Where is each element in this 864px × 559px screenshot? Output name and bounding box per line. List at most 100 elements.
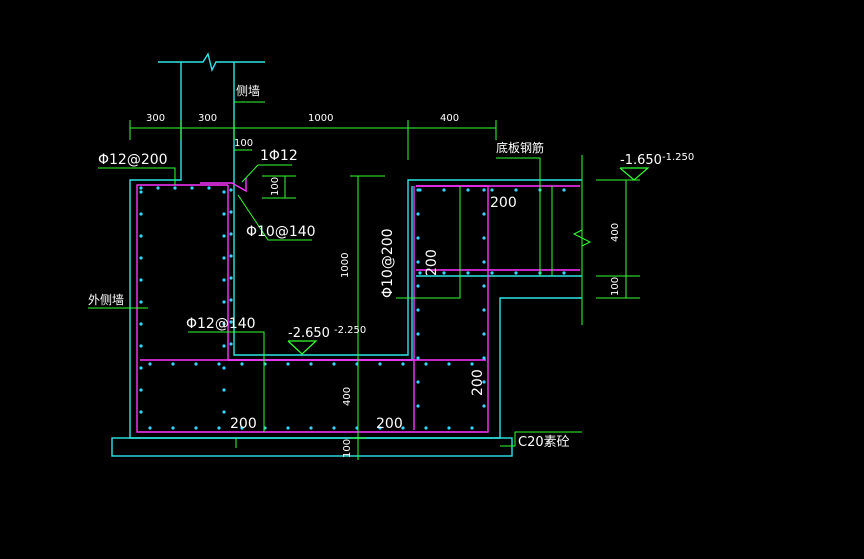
rebar-dot xyxy=(286,426,290,430)
rebar-dot xyxy=(424,426,428,430)
break-line-top xyxy=(158,52,265,73)
side-wall-label: 侧墙 xyxy=(236,84,260,98)
rebar-dot xyxy=(378,426,382,430)
rebar-dot xyxy=(416,236,420,240)
rebar-dot xyxy=(447,426,451,430)
rebar-dot xyxy=(229,320,233,324)
rebar-dot xyxy=(482,404,486,408)
rebar-dot xyxy=(229,210,233,214)
rebar-dot xyxy=(514,271,518,275)
rebar-dot xyxy=(222,344,226,348)
rebar-dot xyxy=(173,186,177,190)
rebar-dot xyxy=(416,284,420,288)
rebar-dot xyxy=(416,260,420,264)
dim-100-left: 100 xyxy=(234,138,253,149)
level-symbols xyxy=(287,167,650,355)
level-lower-alt-label: -2.250 xyxy=(334,325,366,336)
dim-200-bottom-center: 200 xyxy=(376,416,403,432)
rebar-dot xyxy=(217,362,221,366)
dim-100-small: 100 xyxy=(270,177,281,196)
rebar-dot xyxy=(309,426,313,430)
base-slab-rebar-label: 底板钢筋 xyxy=(496,140,544,155)
rebar-dot xyxy=(416,332,420,336)
rebar-dot xyxy=(139,300,143,304)
dim-200-box: 200 xyxy=(490,195,517,211)
rebar-dot xyxy=(222,322,226,326)
c20-label: C20素砼 xyxy=(518,435,570,450)
rebar-dot xyxy=(139,344,143,348)
rebar-dot xyxy=(378,362,382,366)
rebar-dot xyxy=(442,271,446,275)
rebar-dot xyxy=(222,300,226,304)
rebar-dot xyxy=(139,410,143,414)
rebar-dot xyxy=(286,362,290,366)
rebar-dot xyxy=(194,362,198,366)
rebar-dot xyxy=(332,426,336,430)
rebar-dot xyxy=(416,212,420,216)
dim-400-top: 400 xyxy=(440,113,459,124)
rebar-dot xyxy=(482,260,486,264)
annotations: 侧墙 外侧墙 底板钢筋 C20素砼 Φ12@200 1Φ12 Φ10@140 Φ… xyxy=(88,84,694,458)
dim-1000-top: 1000 xyxy=(308,113,333,124)
rebar-dot xyxy=(309,362,313,366)
rebar-dot xyxy=(466,188,470,192)
dim-400-right: 400 xyxy=(610,223,621,242)
rebar-dot xyxy=(401,426,405,430)
rebar-dot xyxy=(222,388,226,392)
break-line-right xyxy=(572,229,592,247)
rebar-10-140-label: Φ10@140 xyxy=(246,224,316,240)
side-wall-right-outline xyxy=(233,62,582,356)
rebar-dot xyxy=(171,426,175,430)
rebar-dot xyxy=(482,380,486,384)
dim-400-bottom: 400 xyxy=(342,387,353,406)
rebar-dot xyxy=(490,271,494,275)
rebar-dot xyxy=(148,426,152,430)
dim-1000-vertical: 1000 xyxy=(340,253,351,278)
rebar-dot xyxy=(482,236,486,240)
rebar-dot xyxy=(222,234,226,238)
rebar-dot xyxy=(332,362,336,366)
dim-100-bottom: 100 xyxy=(342,439,353,458)
dim-300-a: 300 xyxy=(146,113,165,124)
rebar-dot xyxy=(482,284,486,288)
c20-pad xyxy=(111,437,513,457)
rebar-dot xyxy=(482,188,486,192)
rebar-dot xyxy=(139,190,143,194)
rebar-dot xyxy=(482,212,486,216)
rebar-dot xyxy=(139,366,143,370)
rebar-lines xyxy=(136,178,580,433)
rebar-dot xyxy=(482,308,486,312)
rebar-dot xyxy=(222,212,226,216)
rebar-dot xyxy=(424,362,428,366)
rebar-dot xyxy=(416,356,420,360)
rebar-dot xyxy=(416,380,420,384)
level-lower-label: -2.650 xyxy=(288,326,330,341)
rebar-1-12-label: 1Φ12 xyxy=(260,148,298,164)
rebar-dot xyxy=(229,254,233,258)
rebar-dot xyxy=(222,190,226,194)
rebar-dot xyxy=(562,188,566,192)
rebar-dot xyxy=(139,212,143,216)
rebar-dot xyxy=(240,426,244,430)
rebar-dot xyxy=(229,342,233,346)
rebar-dot xyxy=(447,362,451,366)
dimension-lines xyxy=(88,101,640,460)
dim-300-b: 300 xyxy=(198,113,217,124)
rebar-hook xyxy=(200,178,247,193)
rebar-dot xyxy=(194,426,198,430)
rebar-dots xyxy=(139,186,566,430)
level-triangle-lower xyxy=(287,340,318,355)
rebar-dot xyxy=(222,278,226,282)
rebar-dot xyxy=(139,322,143,326)
rebar-dot xyxy=(401,362,405,366)
rebar-dot xyxy=(418,188,422,192)
rebar-dot xyxy=(139,234,143,238)
rebar-dot xyxy=(222,256,226,260)
rebar-dot xyxy=(190,186,194,190)
rebar-dot xyxy=(416,404,420,408)
dim-200-right: 200 xyxy=(470,369,486,396)
rebar-dot xyxy=(514,188,518,192)
rebar-dot xyxy=(490,188,494,192)
rebar-dot xyxy=(139,256,143,260)
